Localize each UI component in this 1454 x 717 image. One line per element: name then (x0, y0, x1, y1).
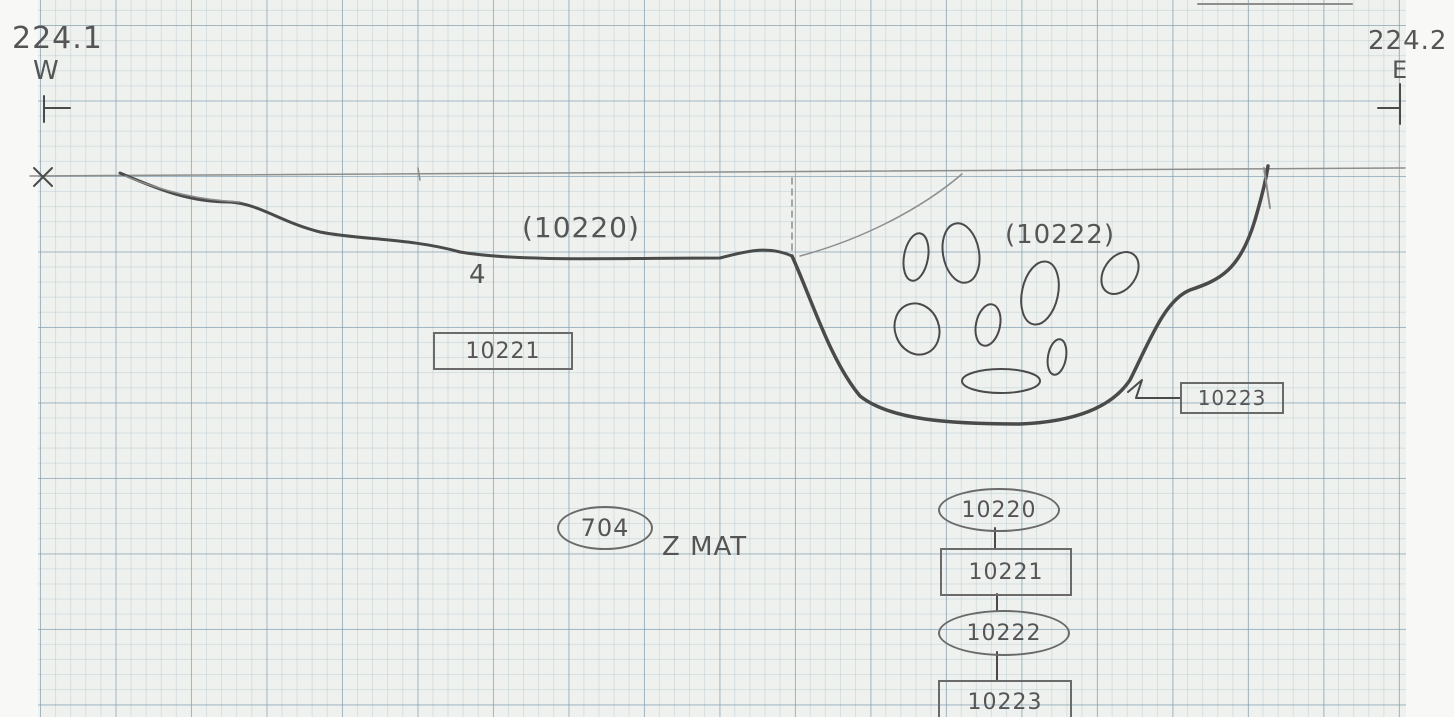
stone-1 (902, 232, 930, 282)
fill-boundary-line (799, 173, 963, 257)
upper-layer-double-stroke (124, 175, 241, 203)
datum-line (29, 167, 1406, 177)
paper-left-margin (0, 0, 38, 717)
stone-3 (1020, 260, 1060, 326)
pit-cut-profile (790, 164, 1270, 426)
cut-fill-label: (10222) (1005, 220, 1115, 250)
stone-7 (1046, 338, 1068, 376)
right-direction-label: E (1392, 56, 1409, 84)
reference-suffix-label: Z MAT (662, 532, 748, 562)
upper-layer-base-line (118, 171, 794, 261)
left-point-label: 224.1 (12, 21, 103, 56)
stone-5 (893, 302, 941, 356)
right-point-label: 224.2 (1368, 26, 1448, 56)
cut-marker-label: 4 (469, 260, 487, 290)
paper-right-margin (1406, 0, 1454, 717)
matrix-node-10221: 10221 (940, 548, 1072, 596)
pit-label-leader (1127, 379, 1181, 399)
datum-cross (33, 167, 53, 187)
reference-number-oval: 704 (557, 506, 653, 550)
left-direction-label: W (33, 56, 60, 86)
upper-fill-label: (10220) (522, 211, 640, 244)
left-section-marker (43, 95, 71, 123)
pit-edge-stroke (1263, 167, 1271, 209)
stone-8 (961, 368, 1041, 394)
datum-tick (417, 167, 421, 181)
stone-2 (941, 222, 981, 284)
pit-context-box: 10223 (1180, 382, 1284, 414)
cut-context-box: 10221 (433, 332, 573, 370)
stone-4 (1100, 251, 1140, 295)
right-section-marker (1377, 83, 1401, 125)
matrix-node-10222: 10222 (938, 610, 1070, 656)
matrix-node-10220: 10220 (938, 488, 1060, 532)
matrix-node-10223: 10223 (938, 680, 1072, 717)
stone-6 (974, 303, 1002, 347)
